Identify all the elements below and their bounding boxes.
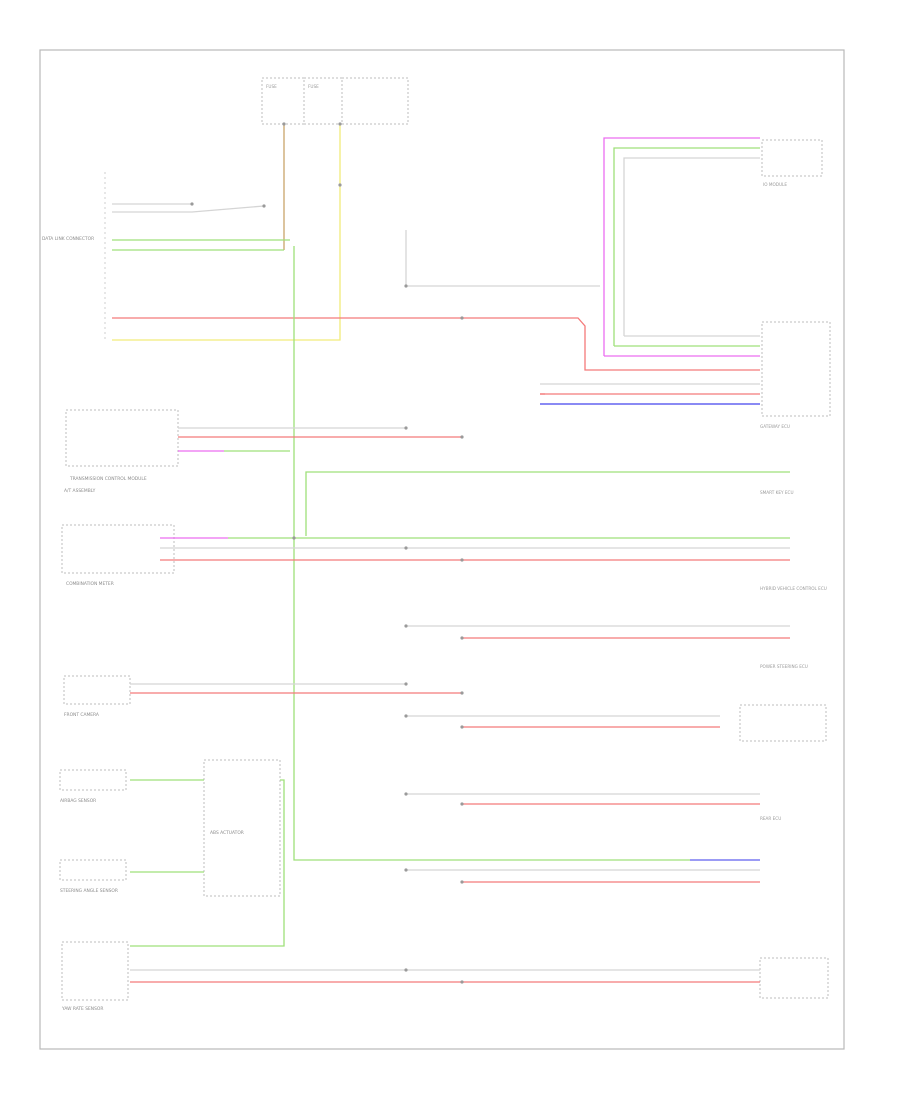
rear-ecu-label: REAR ECU xyxy=(760,816,781,821)
combination-meter-box xyxy=(61,524,175,574)
steering-sensor-label: STEERING ANGLE SENSOR xyxy=(60,888,118,894)
junction-dot-19 xyxy=(338,183,342,187)
airbag-label: AIRBAG SENSOR xyxy=(60,798,96,804)
wires xyxy=(112,124,790,983)
front-camera-label: FRONT CAMERA xyxy=(64,712,99,718)
junction-dot-15 xyxy=(460,880,464,884)
tcm-label: TRANSMISSION CONTROL MODULE xyxy=(69,476,147,482)
diagram-frame xyxy=(39,49,845,1050)
junction-dot-16 xyxy=(404,968,408,972)
fuse-box-left-label: FUSE xyxy=(266,84,277,89)
junction-dots xyxy=(190,122,464,984)
gateway-box xyxy=(761,321,831,417)
junction-dot-17 xyxy=(460,980,464,984)
gateway-label: GATEWAY ECU xyxy=(760,424,790,429)
wire-green-top xyxy=(613,147,760,346)
fuse-box-group: FUSE FUSE xyxy=(261,77,409,125)
wire-green-trunk xyxy=(293,246,690,861)
tcm-box xyxy=(65,409,179,467)
junction-dot-13 xyxy=(460,802,464,806)
junction-dot-0 xyxy=(404,284,408,288)
at-assembly-label: A/T ASSEMBLY xyxy=(64,488,96,494)
wire-green-smart xyxy=(305,471,790,536)
junction-dot-11 xyxy=(460,725,464,729)
smart-key-label: SMART KEY ECU xyxy=(760,490,794,495)
junction-dot-5 xyxy=(460,558,464,562)
junction-dot-6 xyxy=(404,624,408,628)
wire-green-abs-out xyxy=(130,779,285,947)
io-module-label: IO MODULE xyxy=(763,182,787,187)
io-module-box xyxy=(761,139,823,177)
junction-dot-22 xyxy=(190,202,194,206)
junction-dot-3 xyxy=(460,435,464,439)
front-camera-box xyxy=(63,675,131,705)
wire-grey-top xyxy=(623,157,760,336)
wire-grey-2 xyxy=(112,205,265,213)
junction-dot-8 xyxy=(404,682,408,686)
junction-dot-9 xyxy=(460,691,464,695)
steering-sensor-box xyxy=(59,859,127,881)
wire-grey-fuse xyxy=(405,230,600,287)
wire-red-main xyxy=(112,317,760,371)
junction-dot-18 xyxy=(292,536,296,540)
junction-dot-21 xyxy=(338,122,342,126)
ecm-stack-label: DATA LINK CONNECTOR xyxy=(42,236,94,242)
junction-dot-20 xyxy=(282,122,286,126)
junction-dot-7 xyxy=(460,636,464,640)
fuse-box-right-label: FUSE xyxy=(308,84,319,89)
yaw-sensor-box xyxy=(61,941,129,1001)
junction-dot-4 xyxy=(404,546,408,550)
rear-connector-box xyxy=(759,957,829,999)
wire-pink-top xyxy=(603,137,760,356)
combination-meter-label: COMBINATION METER xyxy=(66,581,114,587)
junction-dot-23 xyxy=(262,204,266,208)
junction-dot-10 xyxy=(404,714,408,718)
junction-dot-12 xyxy=(404,792,408,796)
power-steering-box xyxy=(739,704,827,742)
junction-dot-2 xyxy=(404,426,408,430)
wire-yellow-fuse xyxy=(112,124,341,341)
abs-box xyxy=(203,759,281,897)
ecm-connector: DATA LINK CONNECTOR xyxy=(42,172,106,342)
power-steering-label: POWER STEERING ECU xyxy=(760,664,808,669)
hv-ecu-label: HYBRID VEHICLE CONTROL ECU xyxy=(760,586,827,591)
abs-label: ABS ACTUATOR xyxy=(210,830,244,836)
airbag-box xyxy=(59,769,127,791)
yaw-sensor-label: YAW RATE SENSOR xyxy=(61,1006,103,1012)
junction-dot-14 xyxy=(404,868,408,872)
junction-dot-1 xyxy=(460,316,464,320)
